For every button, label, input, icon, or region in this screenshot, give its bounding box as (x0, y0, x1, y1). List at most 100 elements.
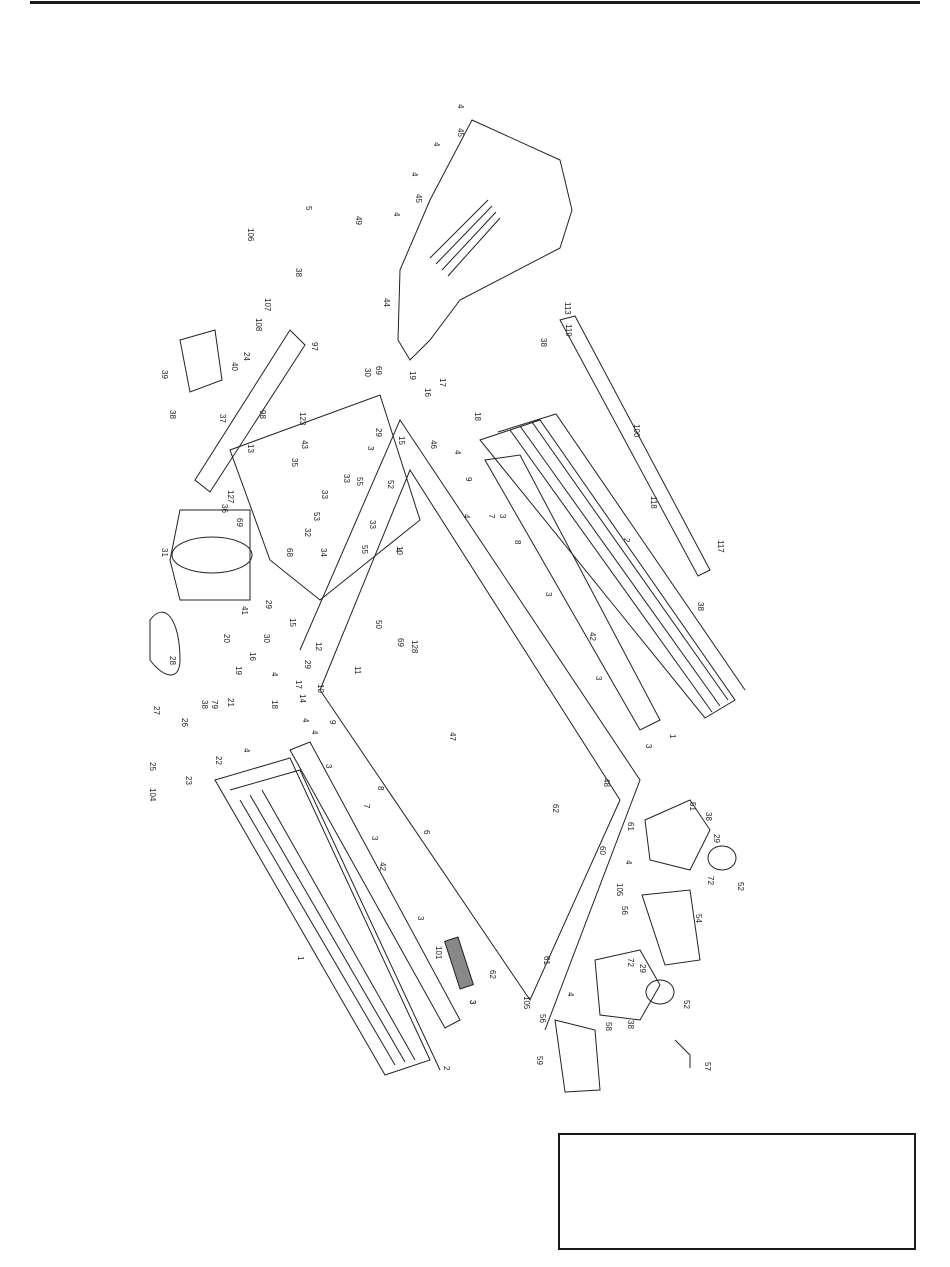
part-label-p-56a: 56 (620, 906, 629, 915)
center-rail-right (484, 454, 661, 731)
part-label-p-55b: 55 (360, 545, 369, 554)
part-label-p-31: 31 (160, 548, 169, 557)
part-label-p-117: 117 (716, 540, 725, 553)
allen-wrench (674, 1039, 691, 1068)
part-label-p-35: 35 (290, 458, 299, 467)
part-label-p-10b: 10 (316, 684, 325, 693)
part-label-p-4i: 4 (301, 718, 310, 723)
flywheel-body (169, 509, 251, 601)
part-label-p-30b: 30 (262, 634, 271, 643)
part-label-p-107: 107 (263, 298, 272, 312)
part-label-p-53: 53 (312, 512, 321, 521)
part-label-p-13: 13 (246, 444, 255, 453)
part-label-p-3c: 3 (544, 592, 553, 597)
part-label-p-16a: 16 (423, 388, 432, 397)
rail-ribs-left (239, 789, 416, 1066)
part-label-p-61b: 61 (542, 956, 551, 965)
part-label-p-105b: 105 (522, 996, 531, 1010)
part-label-p-57: 57 (703, 1062, 712, 1071)
part-label-p-3b: 3 (498, 514, 507, 519)
part-label-p-16b: 16 (248, 652, 257, 661)
part-label-p-6: 6 (422, 830, 431, 835)
treadmill-frame (299, 418, 641, 1031)
part-label-p-55a: 55 (355, 477, 364, 486)
flywheel (171, 536, 253, 574)
part-label-p-4m: 4 (566, 992, 575, 997)
part-label-p-28: 28 (168, 656, 177, 665)
part-label-p-118: 118 (649, 496, 658, 509)
part-label-p-128: 128 (410, 640, 419, 654)
part-label-p-104: 104 (148, 788, 157, 802)
part-label-p-4l: 4 (624, 860, 633, 865)
part-label-p-69c: 69 (396, 638, 405, 647)
part-label-p-46: 46 (429, 440, 438, 449)
part-label-p-3i: 3 (468, 1000, 477, 1005)
part-label-p-4d: 4 (392, 212, 401, 217)
rear-end-cap-right (644, 799, 711, 871)
part-label-p-106: 106 (246, 228, 255, 242)
part-label-p-23: 23 (184, 776, 193, 785)
side-rail-left (214, 757, 441, 1076)
part-label-p-2a: 2 (622, 538, 631, 543)
part-label-p-38c: 38 (539, 338, 548, 347)
part-label-p-45b: 45 (414, 194, 423, 203)
part-label-p-101: 101 (434, 946, 443, 960)
wheel-right (707, 845, 737, 871)
part-label-p-100: 100 (632, 424, 641, 438)
part-label-p-15a: 15 (397, 436, 406, 445)
part-label-p-38f: 38 (704, 812, 713, 821)
part-label-p-98: 98 (258, 410, 267, 419)
part-label-p-38g: 38 (626, 1020, 635, 1029)
part-label-p-4j: 4 (242, 748, 251, 753)
part-label-p-113: 113 (563, 302, 572, 315)
part-label-p-17a: 17 (438, 378, 447, 387)
part-label-p-3g: 3 (370, 836, 379, 841)
part-label-p-52c: 52 (682, 1000, 691, 1009)
wheel-left (645, 979, 675, 1005)
part-label-p-108: 108 (254, 318, 263, 332)
part-label-p-52b: 52 (736, 882, 745, 891)
part-label-p-7b: 7 (362, 804, 371, 809)
part-label-p-37: 37 (218, 414, 227, 423)
drive-belt (149, 611, 181, 676)
part-label-p-38e: 38 (200, 700, 209, 709)
part-label-p-24: 24 (242, 352, 251, 361)
rear-roller-tube (559, 315, 711, 577)
part-label-p-119: 119 (564, 324, 573, 337)
part-label-p-58: 58 (604, 1022, 613, 1031)
part-label-p-4e: 4 (453, 450, 462, 455)
part-label-p-42a: 42 (588, 632, 597, 641)
part-label-p-3e: 3 (324, 764, 333, 769)
part-label-p-12: 12 (314, 642, 323, 651)
part-label-p-33a: 33 (342, 474, 351, 483)
part-label-p-26: 26 (180, 718, 189, 727)
part-label-p-3f: 3 (644, 744, 653, 749)
part-label-p-2b: 2 (442, 1066, 451, 1071)
part-label-p-19b: 19 (234, 666, 243, 675)
part-label-p-4c: 4 (410, 172, 419, 177)
part-label-p-59: 59 (535, 1056, 544, 1065)
upright-tube (194, 329, 306, 493)
rail-ribs-right (509, 421, 729, 713)
side-rail-right (479, 413, 746, 719)
part-label-p-69b: 69 (235, 518, 244, 527)
part-label-p-61a: 61 (626, 822, 635, 831)
part-label-p-38a: 38 (294, 268, 303, 277)
part-label-p-39: 39 (160, 370, 169, 379)
upper-frame-body (229, 394, 421, 601)
part-label-p-42b: 42 (378, 862, 387, 871)
part-label-p-29a: 29 (374, 428, 383, 437)
part-label-p-3h: 3 (416, 916, 425, 921)
part-label-p-20: 20 (222, 634, 231, 643)
part-label-p-49: 49 (354, 216, 363, 225)
part-label-p-47: 47 (448, 732, 457, 741)
rear-end-cap-left (594, 949, 661, 1021)
part-label-p-4h: 4 (270, 672, 279, 677)
part-label-p-11: 11 (353, 666, 362, 675)
part-label-p-9a: 9 (464, 477, 473, 482)
part-label-p-33b: 33 (320, 490, 329, 499)
part-label-p-45a: 45 (456, 128, 465, 137)
part-label-p-48: 48 (602, 778, 611, 787)
part-label-p-44: 44 (382, 298, 391, 307)
